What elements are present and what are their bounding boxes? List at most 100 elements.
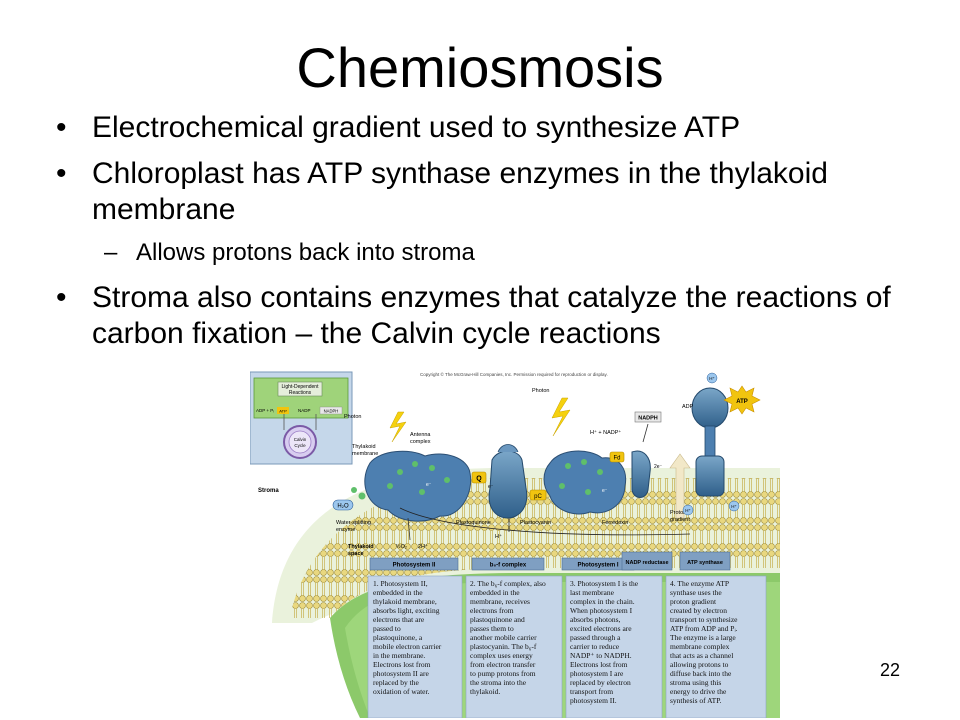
caption-3-line: excited electrons are (570, 624, 632, 633)
caption-1-line: plastoquinone, a (373, 633, 423, 642)
thylakoid-space-label-1: Thylakoid (348, 544, 374, 550)
caption-1-line: thylakoid membrane, (373, 597, 437, 606)
proton-gradient-label-2: gradient (670, 517, 690, 523)
caption-1-line: photosystem II are (373, 669, 429, 678)
fd-carrier-label: Fd (613, 456, 620, 462)
caption-3-line: photosystem I are (570, 669, 624, 678)
caption-3-line: Electrons lost from (570, 660, 628, 669)
caption-3-line: last membrane (570, 588, 615, 597)
b6f-complex (488, 444, 528, 519)
copyright-notice: Copyright © The McGraw-Hill Companies, I… (420, 371, 608, 377)
caption-4-line: diffuse back into the (670, 669, 732, 678)
inset-title-2: Reactions (289, 390, 312, 396)
photon-right-label: Photon (532, 388, 549, 394)
caption-panel-4: 4. The enzyme ATP synthase uses the prot… (665, 575, 767, 718)
bullet-item-2: • Chloroplast has ATP synthase enzymes i… (56, 156, 936, 228)
caption-2-line: plastocyanin. The b₆-f (470, 642, 537, 651)
inset-calvin-2: Cycle (294, 443, 306, 448)
caption-1-line: electrons that are (373, 615, 425, 624)
photosystem-ii (364, 450, 472, 522)
caption-2-line: to pump protons from (470, 669, 536, 678)
caption-2-line: passes them to (470, 624, 514, 633)
caption-panel-2: 2. The b₆-f complex, also embedded in th… (465, 575, 563, 718)
bullet-marker: • (56, 157, 67, 190)
caption-panel-1: 1. Photosystem II, embedded in the thyla… (367, 575, 463, 718)
bullet-marker: • (56, 111, 67, 144)
diagram-canvas: Copyright © The McGraw-Hill Companies, I… (250, 371, 780, 718)
complex-nadp-label: NADP reductase (626, 560, 669, 566)
inset-title-1: Light-Dependent (282, 384, 320, 390)
caption-4-line: created by electron (670, 606, 727, 615)
nadp-reductase-shape (631, 450, 651, 498)
h-plus-b6f: H⁺ (495, 533, 502, 540)
caption-4-line: ATP from ADP and Pᵢ. (670, 624, 738, 633)
caption-3-line: absorbs photons, (570, 615, 621, 624)
water-splitting-label-2: enzyme (336, 527, 355, 533)
caption-3-line: When photosystem I (570, 606, 633, 615)
sub-bullet-marker: – (104, 239, 118, 266)
slide-title: Chemiosmosis (296, 36, 664, 99)
two-h-label: 2H⁺ (418, 543, 428, 550)
caption-3-line: photosystem II. (570, 696, 617, 705)
antenna-complex-label-2: complex (410, 439, 431, 445)
caption-2-line: membrane, receives (470, 597, 530, 606)
inset-overview: Light-Dependent Reactions ADP + Pᵢ ATP N… (250, 371, 353, 465)
photon-left-lightning (389, 411, 407, 443)
thylakoid-membrane-label-2: membrane (352, 451, 378, 457)
caption-1-line: embedded in the (373, 588, 423, 597)
proton-gradient-label-1: Proton (670, 510, 686, 516)
half-o2-label: ½O₂ (396, 543, 407, 550)
inset-calvin-1: Calvin (294, 437, 307, 442)
plastocyanin-label: Plastocyanin (520, 520, 551, 526)
plastoquinone-label: Plastoquinone (456, 520, 491, 526)
caption-2-line: from electron transfer (470, 660, 536, 669)
bullet-item-1: • Electrochemical gradient used to synth… (56, 110, 936, 146)
caption-3-line: transport from (570, 687, 613, 696)
caption-2-line: embedded in the (470, 588, 520, 597)
caption-3-line: replaced by electron (570, 678, 631, 687)
caption-4-line: that acts as a channel (670, 651, 733, 660)
caption-2-line: electrons from (470, 606, 514, 615)
pc-carrier-label: pC (534, 494, 542, 500)
water-splitting-label-1: Water-splitting (336, 520, 371, 526)
caption-4-line: membrane complex (670, 642, 730, 651)
atp-label: ATP (736, 399, 748, 405)
thylakoid-membrane-label-1: Thylakoid (352, 444, 376, 450)
photon-right-lightning (551, 397, 571, 437)
electron-label-1: e⁻ (426, 482, 432, 488)
adp-label: ADP (682, 404, 694, 410)
inset-nadp-label: NADP (298, 408, 311, 413)
caption-4-line: synthesis of ATP. (670, 696, 722, 705)
sub-bullet-text: Allows protons back into stroma (136, 239, 475, 266)
h-plus-right: H⁺ (731, 504, 737, 509)
h2o-label: H₂O (337, 504, 349, 510)
caption-2-line: complex uses energy (470, 651, 533, 660)
caption-3-line: carrier to reduce (570, 642, 620, 651)
caption-1-line: 1. Photosystem II, (373, 579, 428, 588)
caption-1-line: mobile electron carrier (373, 642, 442, 651)
caption-4-line: stroma using this (670, 678, 721, 687)
caption-4-line: proton gradient (670, 597, 717, 606)
ferredoxin-label: Ferredoxin (602, 520, 628, 526)
caption-1-line: oxidation of water. (373, 687, 430, 696)
caption-4-line: 4. The enzyme ATP (670, 579, 729, 588)
stroma-label: Stroma (258, 488, 279, 494)
page-number: 22 (879, 660, 900, 680)
caption-1-line: passed to (373, 624, 401, 633)
h-plus-mid: H⁺ (685, 508, 691, 513)
inset-adp-label: ADP + Pᵢ (256, 408, 274, 413)
bullet-item-3: • Stroma also contains enzymes that cata… (56, 280, 936, 352)
h-plus-nadp-label: H⁺ + NADP⁺ (590, 429, 621, 436)
caption-4-line: allowing protons to (670, 660, 729, 669)
bullet-list: • Electrochemical gradient used to synth… (56, 110, 936, 362)
caption-2-line: thylakoid. (470, 687, 500, 696)
chemiosmosis-diagram: Copyright © The McGraw-Hill Companies, I… (250, 368, 780, 718)
caption-1-line: absorbs light, exciting (373, 606, 440, 615)
caption-panel-3: 3. Photosystem I is the last membrane co… (565, 575, 663, 718)
caption-2-line: plastoquinone and (470, 615, 525, 624)
photosystem-i (543, 450, 627, 515)
caption-4-line: synthase uses the (670, 588, 722, 597)
caption-1-line: replaced by the (373, 678, 419, 687)
caption-2-line: another mobile carrier (470, 633, 537, 642)
caption-3-line: complex in the chain. (570, 597, 635, 606)
